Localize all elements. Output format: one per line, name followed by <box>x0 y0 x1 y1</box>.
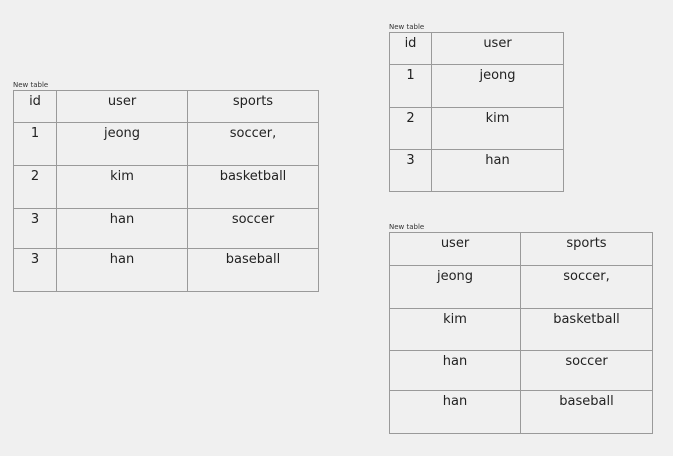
table-grid: id user sports 1 jeong soccer, 2 kim bas… <box>13 90 319 292</box>
header-cell-user: user <box>431 32 564 65</box>
table-row: 2 kim <box>389 107 564 150</box>
table-cell: jeong <box>389 265 521 309</box>
table-cell: baseball <box>520 390 653 434</box>
table-cell: 3 <box>389 149 432 192</box>
table-cell: han <box>56 248 188 292</box>
table-title: New table <box>389 23 425 31</box>
table-grid: user sports jeong soccer, kim basketball… <box>389 232 653 434</box>
table-row: kim basketball <box>389 308 653 351</box>
table-header-row: user sports <box>389 232 653 266</box>
table-cell: kim <box>431 107 564 150</box>
table-2: New table id user 1 jeong 2 kim 3 han <box>389 22 564 192</box>
table-cell: jeong <box>56 122 188 166</box>
table-cell: 2 <box>13 165 57 209</box>
table-title: New table <box>389 223 425 231</box>
table-row: 3 han <box>389 149 564 192</box>
table-title: New table <box>13 81 49 89</box>
table-cell: han <box>389 350 521 391</box>
header-cell-user: user <box>389 232 521 266</box>
table-cell: kim <box>389 308 521 351</box>
table-cell: soccer <box>520 350 653 391</box>
table-1: New table id user sports 1 jeong soccer,… <box>13 80 319 292</box>
table-row: han soccer <box>389 350 653 391</box>
table-cell: kim <box>56 165 188 209</box>
header-cell-sports: sports <box>520 232 653 266</box>
table-cell: han <box>389 390 521 434</box>
header-cell-sports: sports <box>187 90 319 123</box>
table-cell: han <box>431 149 564 192</box>
header-cell-id: id <box>13 90 57 123</box>
table-cell: basketball <box>187 165 319 209</box>
table-row: 3 han baseball <box>13 248 319 292</box>
table-header-row: id user sports <box>13 90 319 123</box>
table-cell: soccer, <box>187 122 319 166</box>
table-row: jeong soccer, <box>389 265 653 309</box>
header-cell-id: id <box>389 32 432 65</box>
table-cell: baseball <box>187 248 319 292</box>
table-cell: basketball <box>520 308 653 351</box>
table-cell: 1 <box>13 122 57 166</box>
table-row: 1 jeong <box>389 64 564 108</box>
table-3: New table user sports jeong soccer, kim … <box>389 222 653 434</box>
table-grid: id user 1 jeong 2 kim 3 han <box>389 32 564 192</box>
table-cell: soccer <box>187 208 319 249</box>
table-cell: han <box>56 208 188 249</box>
table-header-row: id user <box>389 32 564 65</box>
table-row: 1 jeong soccer, <box>13 122 319 166</box>
table-cell: soccer, <box>520 265 653 309</box>
table-cell: 1 <box>389 64 432 108</box>
table-cell: 3 <box>13 248 57 292</box>
table-row: 2 kim basketball <box>13 165 319 209</box>
header-cell-user: user <box>56 90 188 123</box>
table-cell: jeong <box>431 64 564 108</box>
table-cell: 3 <box>13 208 57 249</box>
table-row: han baseball <box>389 390 653 434</box>
table-row: 3 han soccer <box>13 208 319 249</box>
table-cell: 2 <box>389 107 432 150</box>
